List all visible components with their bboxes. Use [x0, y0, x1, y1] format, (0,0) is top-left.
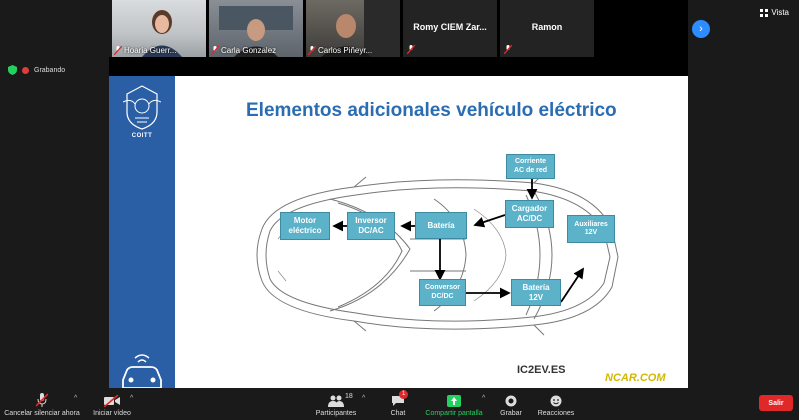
participant-gallery: Hoaria Guerr... Carla Gonzalez — [112, 0, 688, 57]
box-auxiliares: Auxiliares 12V — [567, 215, 615, 243]
coitt-crest-icon — [123, 85, 161, 130]
participant-tile[interactable]: Hoaria Guerr... — [112, 0, 206, 57]
participant-video — [209, 0, 303, 57]
record-label: Grabar — [500, 410, 522, 417]
recording-indicator[interactable]: Grabando — [8, 65, 65, 75]
slide-title: Elementos adicionales vehículo eléctrico — [246, 100, 617, 121]
muted-mic-icon — [114, 46, 122, 55]
start-video-label: Iniciar vídeo — [93, 410, 131, 417]
shared-screen: COITT Elementos adicionales vehículo elé… — [109, 57, 688, 388]
record-icon — [505, 395, 517, 407]
meeting-toolbar: Cancelar silenciar ahora ^ Iniciar vídeo… — [0, 388, 799, 420]
participant-name: Hoaria Guerr... — [124, 46, 177, 55]
video-off-icon — [104, 395, 120, 407]
box-inversor: Inversor DC/AC — [347, 212, 395, 240]
ic2ev-logo: IC2EV.ES — [517, 364, 566, 376]
connected-car-icon — [122, 354, 162, 388]
participant-name: Romy CIEM Zar... — [413, 22, 487, 32]
shield-icon — [8, 65, 17, 75]
view-button[interactable]: Vista — [760, 8, 789, 17]
muted-mic-icon — [211, 46, 219, 55]
reactions-label: Reacciones — [537, 410, 575, 417]
ncar-logo: NCAR.COM — [605, 372, 666, 384]
participant-tile[interactable]: Carla Gonzalez — [209, 0, 303, 57]
org-label: COITT — [131, 133, 153, 139]
participant-name: Carla Gonzalez — [221, 46, 277, 55]
participant-tile[interactable]: Romy CIEM Zar... — [403, 0, 497, 57]
muted-mic-icon — [407, 45, 415, 54]
share-screen-icon — [447, 395, 461, 407]
next-page-button[interactable]: › — [692, 20, 710, 38]
participant-video — [112, 0, 206, 57]
view-label: Vista — [771, 8, 789, 17]
record-button[interactable]: Grabar — [496, 388, 526, 420]
participants-icon — [328, 395, 344, 407]
recording-label: Grabando — [34, 66, 66, 74]
participants-count: 18 — [345, 393, 353, 400]
box-motor: Motor eléctrico — [280, 212, 330, 240]
start-video-button[interactable]: Iniciar vídeo — [88, 388, 136, 420]
leave-button[interactable]: Salir — [759, 395, 793, 411]
presentation-slide: COITT Elementos adicionales vehículo elé… — [109, 76, 688, 388]
smiley-icon — [550, 395, 562, 407]
grid-icon — [760, 8, 769, 17]
audio-options-caret[interactable]: ^ — [74, 395, 78, 402]
participant-name: Carlos Piñeyr... — [318, 46, 373, 55]
chat-unread-badge: 1 — [399, 390, 409, 399]
participants-label: Participantes — [315, 410, 357, 417]
unmute-label: Cancelar silenciar ahora — [4, 410, 80, 417]
chat-label: Chat — [390, 410, 406, 417]
box-corriente-ac: Corriente AC de red — [506, 154, 555, 179]
reactions-button[interactable]: Reacciones — [536, 388, 576, 420]
chevron-right-icon: › — [699, 23, 703, 35]
muted-mic-icon — [504, 45, 512, 54]
box-conversor: Conversor DC/DC — [419, 279, 466, 306]
video-options-caret[interactable]: ^ — [130, 395, 134, 402]
box-cargador: Cargador AC/DC — [505, 200, 554, 228]
slide-side-band: COITT — [109, 76, 175, 388]
participants-button[interactable]: Participantes — [312, 388, 360, 420]
participants-options-caret[interactable]: ^ — [362, 395, 366, 402]
flow-arrows — [332, 179, 584, 303]
share-screen-label: Compartir pantalla — [425, 410, 483, 417]
muted-mic-icon — [308, 46, 316, 55]
share-screen-button[interactable]: Compartir pantalla — [422, 388, 486, 420]
participant-name: Ramon — [531, 22, 563, 32]
participant-tile[interactable]: Carlos Piñeyr... — [306, 0, 400, 57]
unmute-button[interactable]: Cancelar silenciar ahora — [4, 388, 80, 420]
box-bateria: Batería — [415, 212, 467, 239]
participant-video — [306, 0, 400, 57]
muted-mic-icon — [36, 393, 48, 407]
box-bateria-12v: Batería 12V — [511, 279, 561, 306]
participant-tile[interactable]: Ramon — [500, 0, 594, 57]
record-dot-icon — [22, 66, 29, 74]
share-options-caret[interactable]: ^ — [482, 395, 486, 402]
